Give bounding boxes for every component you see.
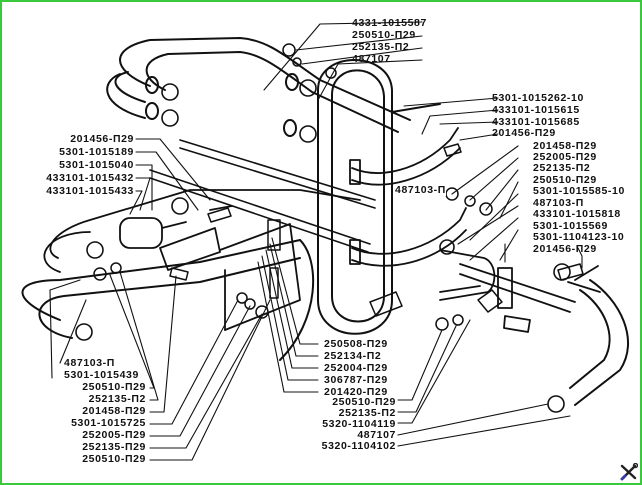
part-label: 5320-1104119 (322, 418, 396, 430)
part-label: 201456-П29 (70, 133, 134, 145)
part-label: 201456-П29 (492, 127, 556, 139)
part-label: 250510-П29 (352, 29, 416, 41)
part-label: 252134-П2 (324, 350, 382, 362)
part-label: 252135-П2 (352, 41, 410, 53)
part-label: 250510-П29 (533, 174, 597, 186)
right-pipework (439, 249, 601, 333)
part-label: 487107 (357, 429, 396, 441)
part-label: 252135-П2 (533, 162, 591, 174)
part-label: 252005-П29 (533, 151, 597, 163)
lower-left-hose (21, 239, 315, 361)
part-label: 487103-П (533, 197, 584, 209)
part-label: 433101-1015818 (533, 208, 621, 220)
part-label-center: 487103-П (395, 184, 446, 196)
part-label: 487107 (352, 53, 391, 65)
part-label: 252005-П29 (82, 429, 146, 441)
part-label: 487103-П (64, 357, 115, 369)
part-label: 5301-1015439 (64, 369, 139, 381)
part-label: 306787-П29 (324, 374, 388, 386)
part-label: 201458-П29 (82, 405, 146, 417)
part-label: 252004-П29 (324, 362, 388, 374)
part-label: 433101-1015433 (46, 185, 134, 197)
left-valve-assembly (43, 189, 361, 331)
part-label: 250508-П29 (324, 338, 388, 350)
part-label: 433101-1015685 (492, 116, 580, 128)
part-label: 250510-П29 (82, 381, 146, 393)
part-label: 201420-П29 (324, 386, 388, 398)
part-label: 5301-1015040 (59, 159, 134, 171)
part-label: 5301-1015585-10 (533, 185, 625, 197)
part-label: 5301-1104123-10 (533, 231, 625, 243)
part-label: 433101-1015615 (492, 104, 580, 116)
leader-lines (49, 21, 583, 461)
part-label: 4331-1015587 (352, 17, 427, 29)
part-label: 250510-П29 (332, 396, 396, 408)
part-label: 433101-1015432 (46, 172, 134, 184)
part-label: 5320-1104102 (321, 440, 396, 452)
tools-logo-icon (620, 463, 638, 481)
part-label: 250510-П29 (82, 453, 146, 465)
part-label: 201456-П29 (533, 243, 597, 255)
fasteners (93, 43, 584, 331)
part-label: 5301-1015189 (59, 146, 134, 158)
part-label: 5301-1015262-10 (492, 92, 584, 104)
part-label: 252135-П2 (338, 407, 396, 419)
part-label: 201458-П29 (533, 140, 597, 152)
part-label: 252135-П29 (82, 441, 146, 453)
muffler-straps (349, 127, 467, 267)
part-label: 252135-П2 (88, 393, 146, 405)
lower-right-hose (569, 279, 630, 406)
part-label: 5301-1015569 (533, 220, 608, 232)
part-label: 5301-1015725 (71, 417, 146, 429)
